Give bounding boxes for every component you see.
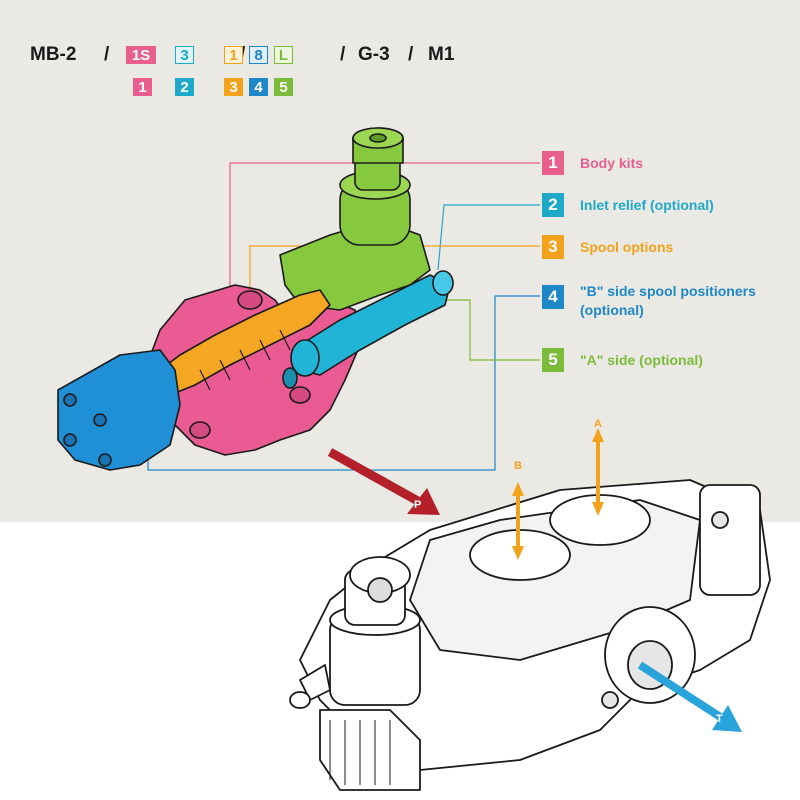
legend-label: Body kits [580, 155, 644, 171]
b-side-part [57, 349, 181, 471]
chip-l: L [274, 46, 293, 64]
port-label-p: P [414, 499, 422, 511]
arrow-t [637, 661, 728, 724]
index-chip-2: 2 [175, 78, 194, 96]
port-label-t: T [716, 713, 723, 725]
legend-number: 2 [542, 193, 564, 217]
spool-part [159, 289, 331, 396]
legend-label: "A" side (optional) [580, 352, 703, 368]
port-arrows [327, 428, 742, 732]
legend-label: "B" side spool positioners [580, 283, 756, 299]
code-separator: / [340, 44, 346, 65]
assembled-valve [289, 479, 771, 791]
code-prefix: MB-2 [30, 44, 77, 65]
leader-line-1 [229, 162, 540, 300]
legend-number: 4 [542, 285, 564, 309]
port-label-b: B [514, 460, 522, 472]
chip-1s: 1S [126, 46, 156, 64]
code-separator: / [104, 44, 110, 65]
port-label-a: A [594, 418, 602, 430]
index-chip-5: 5 [274, 78, 293, 96]
chip-1: 1 [224, 46, 243, 64]
index-chip-3: 3 [224, 78, 243, 96]
legend-label: Spool options [580, 239, 674, 255]
code-separator: / [408, 44, 414, 65]
leader-line-2 [437, 204, 540, 271]
exploded-valve [57, 127, 454, 471]
code-m1: M1 [428, 44, 455, 65]
chip-3: 3 [175, 46, 194, 64]
legend-number: 5 [542, 348, 564, 372]
legend-label: Inlet relief (optional) [580, 197, 714, 213]
arrow-p [327, 448, 428, 509]
chip-8: 8 [249, 46, 268, 64]
index-chip-1: 1 [133, 78, 152, 96]
code-g3: G-3 [358, 44, 390, 65]
legend-number: 3 [542, 235, 564, 259]
legend-label-continued: (optional) [580, 302, 644, 318]
legend-number: 1 [542, 151, 564, 175]
index-chip-4: 4 [249, 78, 268, 96]
